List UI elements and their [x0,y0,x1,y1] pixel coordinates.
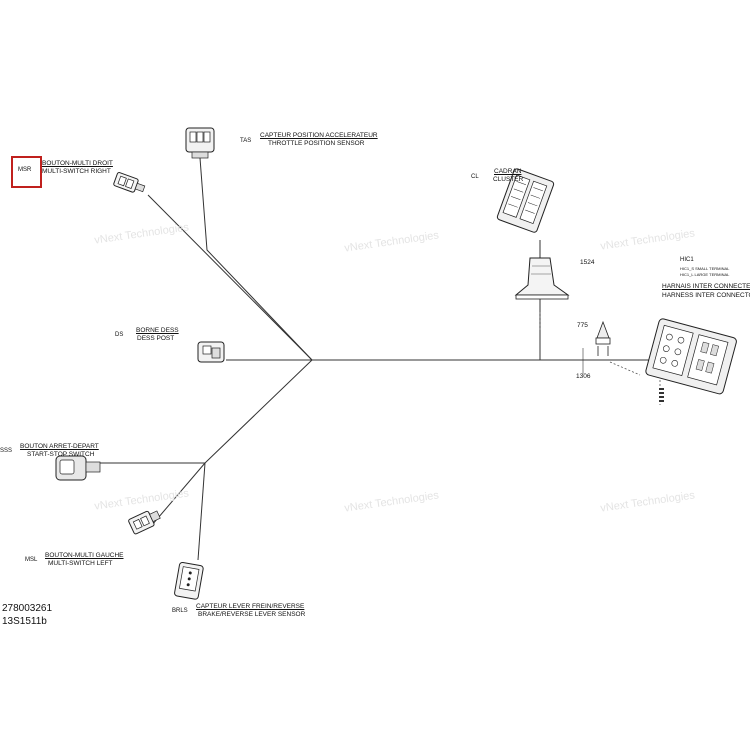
hic-label-en: HARNESS INTER CONNECTOR [662,292,750,299]
brls-label-en: BRAKE/REVERSE LEVER SENSOR [198,611,306,618]
msl-label-en: MULTI-SWITCH LEFT [48,560,113,567]
reference-number: 13S1511b [2,616,47,627]
msr-code: MSR [18,167,32,173]
hic-label-fr: HARNAIS INTER CONNECTEUR [662,283,750,290]
tas-connector-icon [185,127,215,159]
wire-msl [151,462,206,526]
ds-label-en: DESS POST [137,335,175,342]
wire-tas [199,157,313,361]
dimension-775: 775 [577,322,588,329]
brls-label-fr: CAPTEUR LEVER FREIN/REVERSE [196,603,305,610]
msr-connector-icon [113,172,146,193]
tas-label-en: THROTTLE POSITION SENSOR [268,140,365,147]
ds-connector-icon [197,341,225,363]
cl-connector-icon [496,168,555,233]
sss-label-en: START-STOP SWITCH [27,451,95,458]
msl-code: MSL [25,557,38,563]
msr-label-en: MULTI-SWITCH RIGHT [42,168,111,175]
hic-sub-small: HIC1_S SMALL TERMINAL [680,266,730,271]
msl-connector-icon [128,510,161,535]
part-number: 278003261 [2,603,53,614]
tie-clip-icon [595,320,611,356]
brls-connector-icon [174,561,204,600]
wire-brls [197,462,206,561]
brls-code: BRLS [172,608,188,614]
highlight-box[interactable] [11,156,42,188]
tas-code: TAS [240,138,252,144]
cl-label-en: CLUSTER [493,176,524,183]
cl-label-fr: CADRAN [494,168,522,175]
dimension-1306: 1306 [576,373,591,380]
cl-code: CL [471,174,479,180]
hic-connector-icon [645,318,737,395]
wire-msr [147,194,313,361]
ds-label-fr: BORNE DESS [136,327,179,334]
sss-switch-icon [55,455,101,481]
sss-label-fr: BOUTON ARRET-DEPART [20,443,99,450]
msr-label-fr: BOUTON-MULTI DROIT [42,160,113,167]
sss-code: SSS [0,448,13,454]
grommet-icon [514,257,570,300]
hic-sub-large: HIC1_L LARGE TERMINAL [680,272,730,277]
wire-trunk-down [204,359,313,464]
harness-wires [100,157,660,561]
msl-label-fr: BOUTON-MULTI GAUCHE [45,552,124,559]
ds-code: DS [115,332,124,338]
hic-code: HIC1 [680,257,694,263]
tas-label-fr: CAPTEUR POSITION ACCELERATEUR [260,132,378,139]
dimension-1524: 1524 [580,259,595,266]
